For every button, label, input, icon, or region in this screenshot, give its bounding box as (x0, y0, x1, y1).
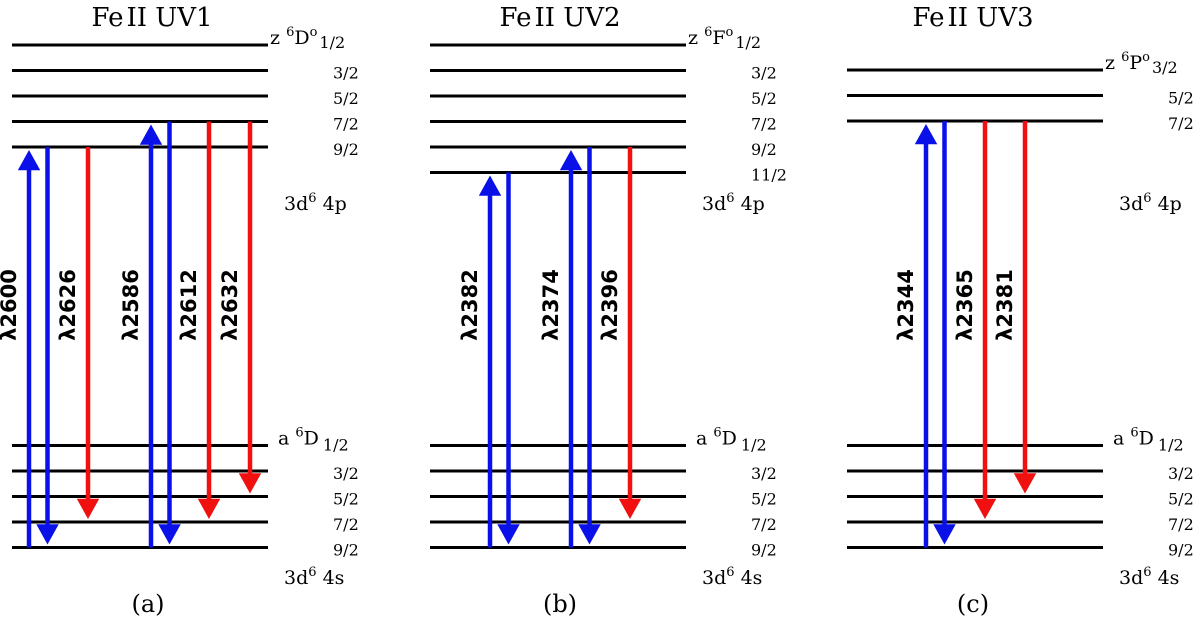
lower-j-label: 3/2 (333, 464, 359, 483)
transition-lambda2382: λ2382 (458, 172, 520, 548)
upper-config-label: 3d6 4p (1119, 191, 1182, 215)
lower-j-label: 9/2 (333, 541, 359, 560)
transition-lambda2396: λ2396 (598, 147, 642, 519)
transition-lambda2344: λ2344 (894, 121, 956, 548)
wavelength-label: λ2374 (539, 269, 563, 341)
transition-lambda2374: λ2374 (539, 147, 601, 548)
upper-j-label: 5/2 (1168, 89, 1194, 108)
lower-j-label: 9/2 (751, 541, 777, 560)
lower-config-label: 3d6 4s (1119, 565, 1179, 589)
lower-config-label: 3d6 4s (284, 565, 344, 589)
upper-j-label: 3/2 (751, 64, 777, 83)
upper-j-label: 7/2 (751, 115, 777, 134)
upper-term-label: z 6Do1/2 (270, 25, 345, 52)
upper-j-label: 9/2 (333, 140, 359, 159)
wavelength-label: λ2344 (894, 269, 918, 341)
wavelength-label: λ2632 (218, 269, 242, 341)
panel-sublabel: (a) (131, 590, 164, 618)
upper-j-label: 9/2 (751, 140, 777, 159)
lower-j-label: 7/2 (1168, 515, 1194, 534)
wavelength-label: λ2396 (598, 269, 622, 341)
upper-term-label: z 6Po3/2 (1105, 50, 1178, 77)
transition-lambda2381: λ2381 (993, 121, 1037, 494)
lower-j-label: 5/2 (751, 490, 777, 509)
upper-j-label: 7/2 (1168, 114, 1194, 133)
transition-lambda2365: λ2365 (953, 121, 997, 519)
upper-j-label: 7/2 (333, 115, 359, 134)
upper-config-label: 3d6 4p (284, 191, 347, 215)
wavelength-label: λ2612 (177, 269, 201, 341)
upper-j-label: 3/2 (333, 64, 359, 83)
lower-j-label: 5/2 (333, 490, 359, 509)
upper-j-label: 5/2 (333, 89, 359, 108)
lower-j-label: 9/2 (1168, 541, 1194, 560)
transition-lambda2586: λ2586 (119, 121, 181, 548)
lower-config-label: 3d6 4s (702, 565, 762, 589)
lower-j-label: 7/2 (751, 515, 777, 534)
lower-j-label: 7/2 (333, 515, 359, 534)
lower-j-label: 3/2 (1168, 464, 1194, 483)
wavelength-label: λ2365 (953, 269, 977, 341)
upper-j-label: 5/2 (751, 89, 777, 108)
upper-term-label: z 6Fo1/2 (688, 25, 761, 52)
transition-lambda2626: λ2626 (56, 147, 100, 519)
wavelength-label: λ2382 (458, 269, 482, 341)
wavelength-label: λ2626 (56, 269, 80, 341)
transition-lambda2632: λ2632 (218, 121, 262, 494)
wavelength-label: λ2586 (119, 269, 143, 341)
wavelength-label: λ2600 (0, 269, 21, 341)
upper-config-label: 3d6 4p (702, 191, 765, 215)
lower-j-label: 3/2 (751, 464, 777, 483)
panel-sublabel: (b) (543, 590, 577, 618)
upper-j-label: 11/2 (751, 166, 787, 185)
panel-sublabel: (c) (957, 590, 989, 618)
wavelength-label: λ2381 (993, 269, 1017, 341)
lower-j-label: 5/2 (1168, 490, 1194, 509)
transition-lambda2600: λ2600 (0, 147, 59, 548)
transition-lambda2612: λ2612 (177, 121, 221, 519)
